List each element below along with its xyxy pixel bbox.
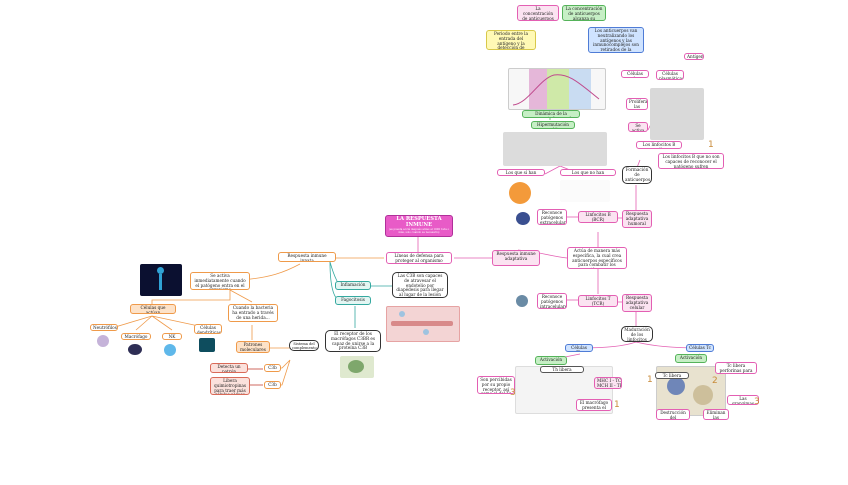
step-number-2-tc: 2 bbox=[712, 376, 718, 386]
detects-node[interactable]: Detecta un patrón molecular bbox=[210, 363, 248, 373]
tc-cells-node[interactable]: Células Tc bbox=[686, 344, 714, 352]
cellular-response-node[interactable]: Respuesta adaptativa celular bbox=[622, 294, 652, 312]
blue-note[interactable]: Los anticuerpos van neutralizando los an… bbox=[588, 27, 644, 53]
t-lymphocytes-node[interactable]: Linfocitos T (TCR) bbox=[578, 295, 618, 307]
cell-neutrophils[interactable]: Neutrófilos bbox=[90, 324, 118, 331]
destroy-node[interactable]: Destrucción del metabolismo bbox=[656, 409, 690, 420]
tc-activation-node[interactable]: Activación bbox=[675, 354, 707, 363]
macrophage-shape bbox=[348, 360, 364, 373]
b-cell-activation-image bbox=[650, 88, 704, 140]
cell-shape-1 bbox=[399, 311, 405, 317]
adaptive-response-node[interactable]: Respuesta inmune adaptativa bbox=[492, 250, 540, 266]
changed-cell-image bbox=[509, 182, 531, 204]
antigen-node[interactable]: Antígeno bbox=[684, 53, 704, 60]
humoral-dynamics-chart bbox=[508, 68, 606, 110]
human-body-image bbox=[140, 264, 182, 296]
bacteria-node[interactable]: Cuando la bacteria ha entrado a través d… bbox=[228, 304, 278, 322]
defense-node[interactable]: Líneas de defensa para proteger al organ… bbox=[386, 252, 452, 264]
tissue-diagram-image bbox=[386, 306, 460, 342]
extracellular-pathogen-image bbox=[516, 212, 530, 225]
tc-cell-shape bbox=[667, 377, 685, 395]
dendritic-image bbox=[199, 338, 215, 352]
target-cell-shape bbox=[693, 385, 713, 405]
humoral-response-node[interactable]: Respuesta adaptativa humoral bbox=[622, 210, 652, 228]
eliminate-node[interactable]: Eliminan las enzimas bbox=[703, 409, 729, 420]
root-subtitle: (es puesta acciá después antes el 1000 t… bbox=[388, 227, 450, 234]
chart-band-pink bbox=[529, 69, 547, 109]
cell-shape-2 bbox=[423, 329, 429, 335]
phagocytosis-node[interactable]: Fagocitosis bbox=[335, 296, 371, 305]
memory-cells-node[interactable]: Células de memoria bbox=[621, 70, 649, 78]
c3b-node-2[interactable]: C3b bbox=[264, 381, 281, 389]
no-capacity-node[interactable]: Los linfocitos B que no son capaces de r… bbox=[658, 153, 724, 169]
receptor-node[interactable]: El receptor de los macrófagos C3BR es ca… bbox=[325, 330, 381, 352]
complement-node[interactable]: Sistema del complemento bbox=[289, 340, 319, 351]
hypermutation-image bbox=[503, 132, 607, 166]
root-node[interactable]: LA RESPUESTA INMUNE (es puesta acciá des… bbox=[385, 215, 453, 237]
th-note-node[interactable]: Th libera interleuquinas bbox=[540, 366, 584, 373]
chart-band-blue bbox=[569, 69, 591, 109]
root-title: LA RESPUESTA INMUNE bbox=[396, 216, 442, 228]
step-number-3-tc: 3 bbox=[754, 397, 760, 407]
chart-curve bbox=[512, 74, 600, 106]
c3b-node-1[interactable]: C3b bbox=[264, 364, 281, 372]
b-activated-node[interactable]: Se activa el linfocito B bbox=[628, 122, 648, 132]
macrophage-image bbox=[128, 344, 142, 355]
proliferate-node[interactable]: Proliferan las células y se diferencian bbox=[626, 98, 648, 110]
patterns-node[interactable]: Patrones moleculares bbox=[236, 341, 270, 353]
b-lymphocytes-node[interactable]: Linfocitos B (BCR) bbox=[578, 211, 618, 223]
chart-band-green bbox=[547, 69, 569, 109]
cell-nk[interactable]: NK bbox=[162, 333, 182, 340]
hypermutation-node[interactable]: Hipermutación somática bbox=[531, 121, 575, 129]
cells-title-node[interactable]: Células que actúan bbox=[130, 304, 176, 314]
not-changed-node[interactable]: Los que no han cambiado... bbox=[560, 169, 616, 176]
tc-note-node[interactable]: Tc libera perforinas bbox=[655, 372, 689, 379]
cell-dendritic[interactable]: Células dendríticas bbox=[194, 324, 222, 334]
maturation-node[interactable]: Maduración de los linfocitos bbox=[621, 326, 653, 342]
step-number-1-th: 1 bbox=[614, 400, 620, 410]
th-left-note[interactable]: Son percibidas por su propio receptor, a… bbox=[477, 376, 515, 394]
macrophage-receptor-image bbox=[340, 356, 374, 378]
changed-node[interactable]: Los que sí han cambiado... bbox=[497, 169, 545, 176]
yellow-note[interactable]: Periodo entre la entrada del antígeno y … bbox=[486, 30, 536, 50]
b-bind-node[interactable]: Los linfocitos B perciben antígenos del … bbox=[636, 141, 682, 149]
mhc-node[interactable]: MHC I - TC MCH II - TH bbox=[594, 377, 622, 389]
step-number-1: 1 bbox=[708, 140, 714, 150]
endothelium-shape bbox=[391, 321, 453, 326]
th-activation-node[interactable]: Activación bbox=[535, 356, 567, 365]
macrophage-presents-node[interactable]: El macrófago presenta el patógeno bbox=[576, 399, 612, 411]
inflammation-node[interactable]: Inflamación bbox=[335, 281, 371, 290]
step-number-3: 3 bbox=[510, 388, 516, 398]
granzymes-node[interactable]: Las granzimas penetran bbox=[727, 395, 759, 405]
neutrophil-image bbox=[97, 335, 109, 347]
c3b-cells-node[interactable]: Las C3B son capaces de atravesar el endo… bbox=[392, 272, 448, 298]
body-head-shape bbox=[157, 267, 164, 274]
th-cells-node[interactable]: Células Th bbox=[565, 344, 593, 352]
top-green-note[interactable]: La concentración de anticuerpos alcanza … bbox=[562, 5, 606, 21]
recognize-intracellular-node[interactable]: Reconoce patógenos intracelulares bbox=[537, 293, 567, 309]
releases-node[interactable]: Libera quimiotropinas para traer más cél… bbox=[210, 377, 250, 395]
cell-macrophage[interactable]: Macrófago bbox=[121, 333, 151, 340]
tc-right-note[interactable]: Tc libera perforinas para hacer poros a … bbox=[715, 362, 757, 374]
innate-response-node[interactable]: Respuesta inmune innata bbox=[278, 252, 336, 262]
nk-image bbox=[164, 344, 176, 356]
adaptive-activation-node[interactable]: Actúa de manera más específica, la cual … bbox=[567, 247, 627, 269]
step-number-1-tc: 1 bbox=[647, 375, 653, 385]
body-torso-shape bbox=[159, 274, 162, 290]
dynamics-node[interactable]: Dinámica de la respuesta humoral bbox=[522, 110, 580, 118]
antibody-formation-node[interactable]: Formación de anticuerpos bbox=[622, 166, 652, 184]
recognize-extracellular-node[interactable]: Reconoce patógenos extracelulares bbox=[537, 209, 567, 225]
not-changed-cells-image bbox=[560, 180, 610, 202]
innate-activation-node[interactable]: Se activa inmediatamente cuando el patóg… bbox=[190, 272, 250, 290]
intracellular-pathogen-image bbox=[516, 295, 528, 307]
top-pink-note[interactable]: La concentración de anticuerpos es aserm… bbox=[517, 5, 559, 21]
plasmatic-cells-node[interactable]: Células plasmáticas bbox=[656, 70, 684, 80]
